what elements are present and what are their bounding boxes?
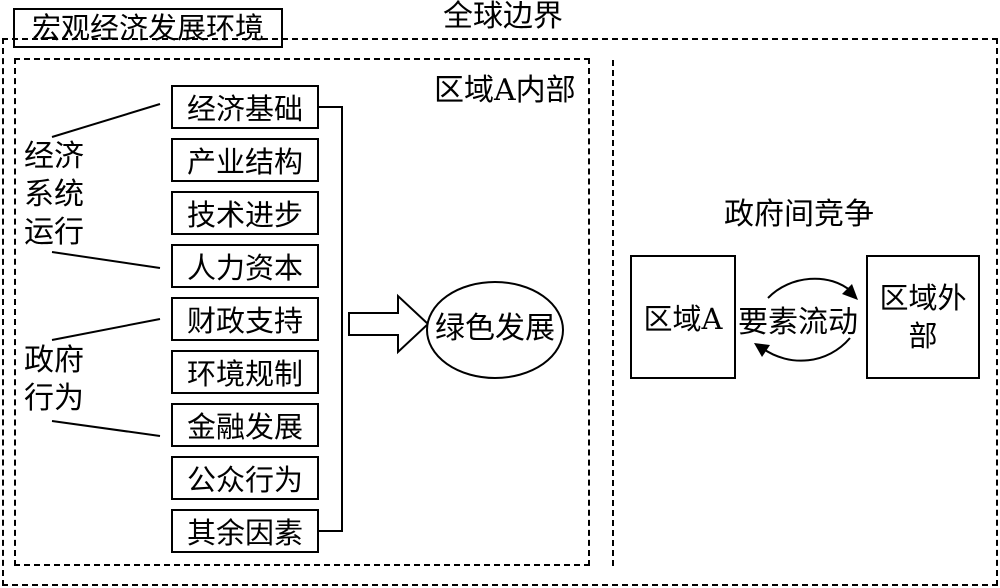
factor-box: 产业结构 xyxy=(171,138,319,182)
factor-box: 技术进步 xyxy=(171,191,319,235)
flow-arrowhead-top xyxy=(842,284,858,300)
factor-box: 环境规制 xyxy=(171,350,319,394)
economic-leader-line-top xyxy=(51,103,161,138)
factor-box: 人力资本 xyxy=(171,244,319,288)
government-leader-line-bottom xyxy=(51,420,161,437)
region-outside-box: 区域外部 xyxy=(866,255,980,379)
government-leader-line-top xyxy=(51,318,161,341)
factor-flow-label: 要素流动 xyxy=(738,305,858,340)
factors-bracket xyxy=(319,106,343,532)
factor-box: 财政支持 xyxy=(171,297,319,341)
factor-box: 金融发展 xyxy=(171,403,319,447)
region-a-box: 区域A xyxy=(630,255,736,379)
global-boundary-frame xyxy=(2,38,998,586)
factor-box: 其余因素 xyxy=(171,509,319,553)
economic-system-label: 经济系统运行 xyxy=(24,139,84,250)
government-behavior-label: 政府行为 xyxy=(24,343,84,416)
green-development-label: 绿色发展 xyxy=(435,311,555,346)
flow-arrow-top xyxy=(767,277,853,299)
region-a-internal-label: 区域A内部 xyxy=(434,73,576,108)
factor-box: 经济基础 xyxy=(171,85,319,129)
region-divider-line xyxy=(612,60,614,566)
region-a-internal-frame xyxy=(14,58,590,566)
intergovernmental-competition-label: 政府间竞争 xyxy=(724,197,874,232)
global-boundary-label: 全球边界 xyxy=(443,0,563,34)
block-arrow xyxy=(348,293,430,355)
flow-arrowhead-bottom xyxy=(754,343,770,357)
green-development-ellipse xyxy=(426,281,564,379)
macro-environment-label: 宏观经济发展环境 xyxy=(13,8,283,48)
flow-arrow-bottom xyxy=(761,337,851,362)
economic-leader-line-bottom xyxy=(51,251,161,269)
factor-box: 公众行为 xyxy=(171,456,319,500)
